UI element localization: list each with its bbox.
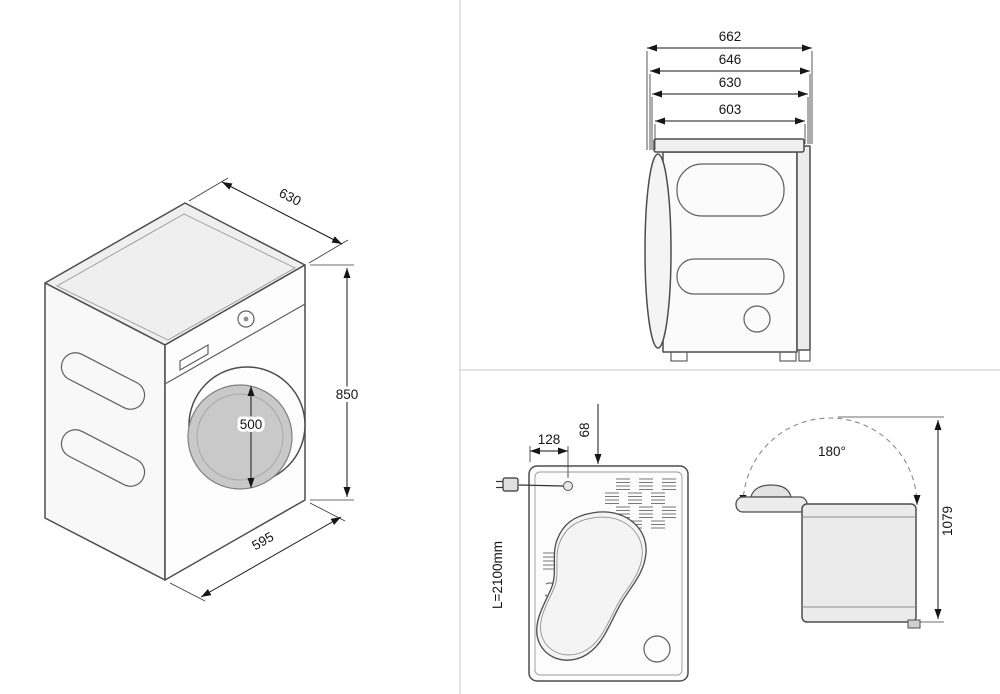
plug-icon: [502, 477, 519, 492]
vent-group: [616, 506, 630, 518]
dim-open-height: 1079: [838, 416, 955, 623]
dim-label-646: 646: [719, 52, 742, 67]
lid-panel: [735, 496, 808, 513]
ext-line: [188, 177, 229, 202]
worktop: [653, 138, 805, 153]
left-vent-group: [543, 552, 561, 570]
rear-raised-panel: [536, 511, 647, 661]
side-emboss-upper: [60, 352, 146, 410]
dim-label-500: 500: [240, 417, 263, 432]
dim-label-630: 630: [719, 75, 742, 90]
vent-group: [616, 478, 630, 490]
dim-line-595: [200, 516, 342, 598]
rear-foot: [779, 351, 797, 362]
open-lid: [735, 484, 808, 513]
lid-swing-arc: [739, 417, 921, 506]
dim-label-1079: 1079: [940, 506, 955, 536]
cable-line: [518, 484, 564, 487]
side-emboss-lower: [60, 429, 146, 487]
panel-dividers: [459, 0, 1000, 694]
door-glass: [187, 384, 293, 490]
dim-label-850: 850: [336, 387, 359, 402]
ext-line: [169, 582, 206, 602]
top-lid-seam: [56, 213, 296, 341]
angle-label: 180°: [818, 444, 846, 459]
dim-door-diameter: 500: [237, 386, 265, 488]
vent-group: [651, 492, 665, 504]
front-door-profile: [644, 153, 672, 349]
isometric-view: 500 630 850 595: [44, 177, 361, 602]
cable-gland: [563, 481, 573, 491]
body-foot: [907, 619, 921, 629]
dim-label-603: 603: [719, 102, 742, 117]
dim-depth-603: 603: [654, 102, 806, 150]
vent-group: [628, 492, 642, 504]
dim-label-128: 128: [538, 432, 561, 447]
door-glass-inner-line: [196, 393, 284, 481]
vent-group: [639, 506, 653, 518]
machine-body-profile: [801, 503, 921, 629]
rear-panel-inner-line: [534, 471, 683, 676]
dim-depth-646: 646: [649, 52, 811, 150]
dim-label-595: 595: [249, 529, 276, 553]
vent-group: [651, 520, 665, 529]
program-knob-dot: [243, 316, 249, 322]
rear-service-circle: [643, 635, 671, 663]
side-emboss-upper-profile: [676, 163, 785, 217]
rear-view: L=2100mm 128 68: [490, 404, 689, 682]
dim-label-630: 630: [277, 185, 304, 209]
ext-line: [309, 502, 346, 522]
body-outline: [801, 503, 917, 623]
dim-label-662: 662: [719, 29, 742, 44]
side-service-circle: [743, 305, 771, 333]
rear-raised-panel-inner-line: [540, 516, 643, 656]
lid-open-view: 180° 1079: [735, 416, 955, 629]
back-panel-strip: [796, 145, 811, 351]
dim-depth-630: 630: [651, 75, 809, 150]
dim-depth-662: 662: [646, 29, 813, 150]
dim-line-630: [221, 181, 343, 245]
control-panel-seam: [164, 303, 306, 385]
vent-group: [605, 492, 619, 504]
dim-height: 850: [310, 264, 361, 501]
ext-line: [308, 239, 349, 264]
front-foot: [670, 351, 688, 362]
dim-vent-offset: 68: [577, 404, 602, 464]
side-emboss-lower-profile: [676, 258, 785, 295]
program-knob: [237, 310, 255, 328]
lid-handle-bump: [750, 484, 792, 498]
display-slot: [179, 343, 209, 372]
vent-group: [639, 478, 653, 490]
back-foot: [798, 349, 811, 362]
side-feet: [670, 349, 811, 362]
dim-label-68: 68: [577, 422, 592, 437]
vent-group: [662, 506, 676, 518]
dim-cable-offset: 128: [529, 432, 569, 478]
vent-group: [662, 478, 676, 490]
power-cord: [496, 477, 573, 492]
cable-length-label: L=2100mm: [490, 541, 505, 609]
side-view: 662 646 630 603: [644, 29, 813, 362]
side-body: [662, 151, 798, 353]
